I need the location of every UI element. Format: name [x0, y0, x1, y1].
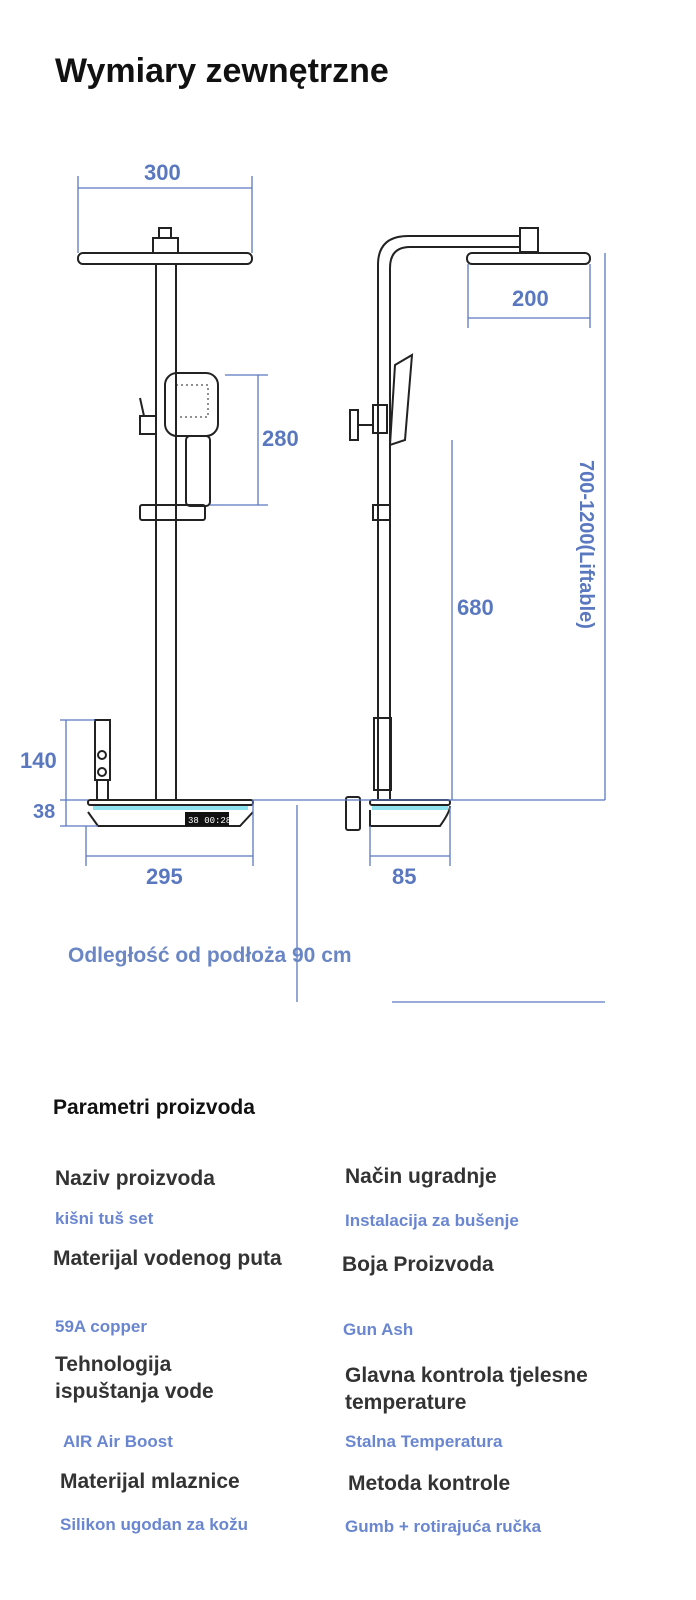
param-value: 59A copper: [55, 1317, 147, 1336]
param-label: Materijal mlaznice: [60, 1470, 240, 1493]
param-label: Način ugradnje: [345, 1165, 497, 1188]
dim-slide-height: 680: [457, 595, 494, 620]
front-head-nozzles: [175, 384, 209, 418]
param-label: Glavna kontrola tjelesne temperature: [345, 1364, 588, 1414]
param-label: Naziv proizvoda: [55, 1167, 215, 1190]
param-label: Tehnologija ispuštanja vode: [55, 1353, 214, 1403]
led-strip: [93, 806, 248, 810]
display-text: 38 00:28: [188, 816, 231, 826]
param-value: Gumb + rotirajuća ručka: [345, 1517, 542, 1536]
temperature-display: [185, 812, 229, 826]
dim-handheld-height: 280: [262, 426, 299, 451]
dim-hand-shower-height: 140: [20, 748, 57, 773]
dim-base-width: 295: [146, 864, 183, 889]
page-title: Wymiary zewnętrzne: [55, 52, 389, 90]
param-label: Materijal vodenog puta: [53, 1247, 282, 1270]
dim-lift-range: 700-1200(Liftable): [575, 460, 597, 629]
floor-distance: Odległość od podłoża 90 cm: [68, 944, 352, 967]
param-value: kišni tuš set: [55, 1209, 154, 1228]
param-value: AIR Air Boost: [63, 1432, 173, 1451]
dim-base-depth: 85: [392, 864, 417, 889]
param-value: Gun Ash: [343, 1320, 414, 1339]
param-value: Instalacija za bušenje: [345, 1211, 519, 1230]
param-value: Silikon ugodan za kožu: [60, 1515, 248, 1534]
side-view-drawing: [345, 227, 591, 831]
dim-base-height: 38: [33, 801, 56, 823]
dim-side-head-depth: 200: [512, 286, 549, 311]
shower-dimension-diagram: 38 00:28: [60, 176, 606, 1003]
param-value: Stalna Temperatura: [345, 1432, 503, 1451]
side-led-strip: [372, 806, 448, 810]
dimension-lines: [60, 176, 606, 1003]
dim-head-width: 300: [144, 160, 181, 185]
front-view-drawing: [77, 227, 254, 827]
param-label: Boja Proizvoda: [342, 1253, 494, 1276]
params-title: Parametri proizvoda: [53, 1096, 255, 1119]
param-label: Metoda kontrole: [348, 1472, 511, 1495]
